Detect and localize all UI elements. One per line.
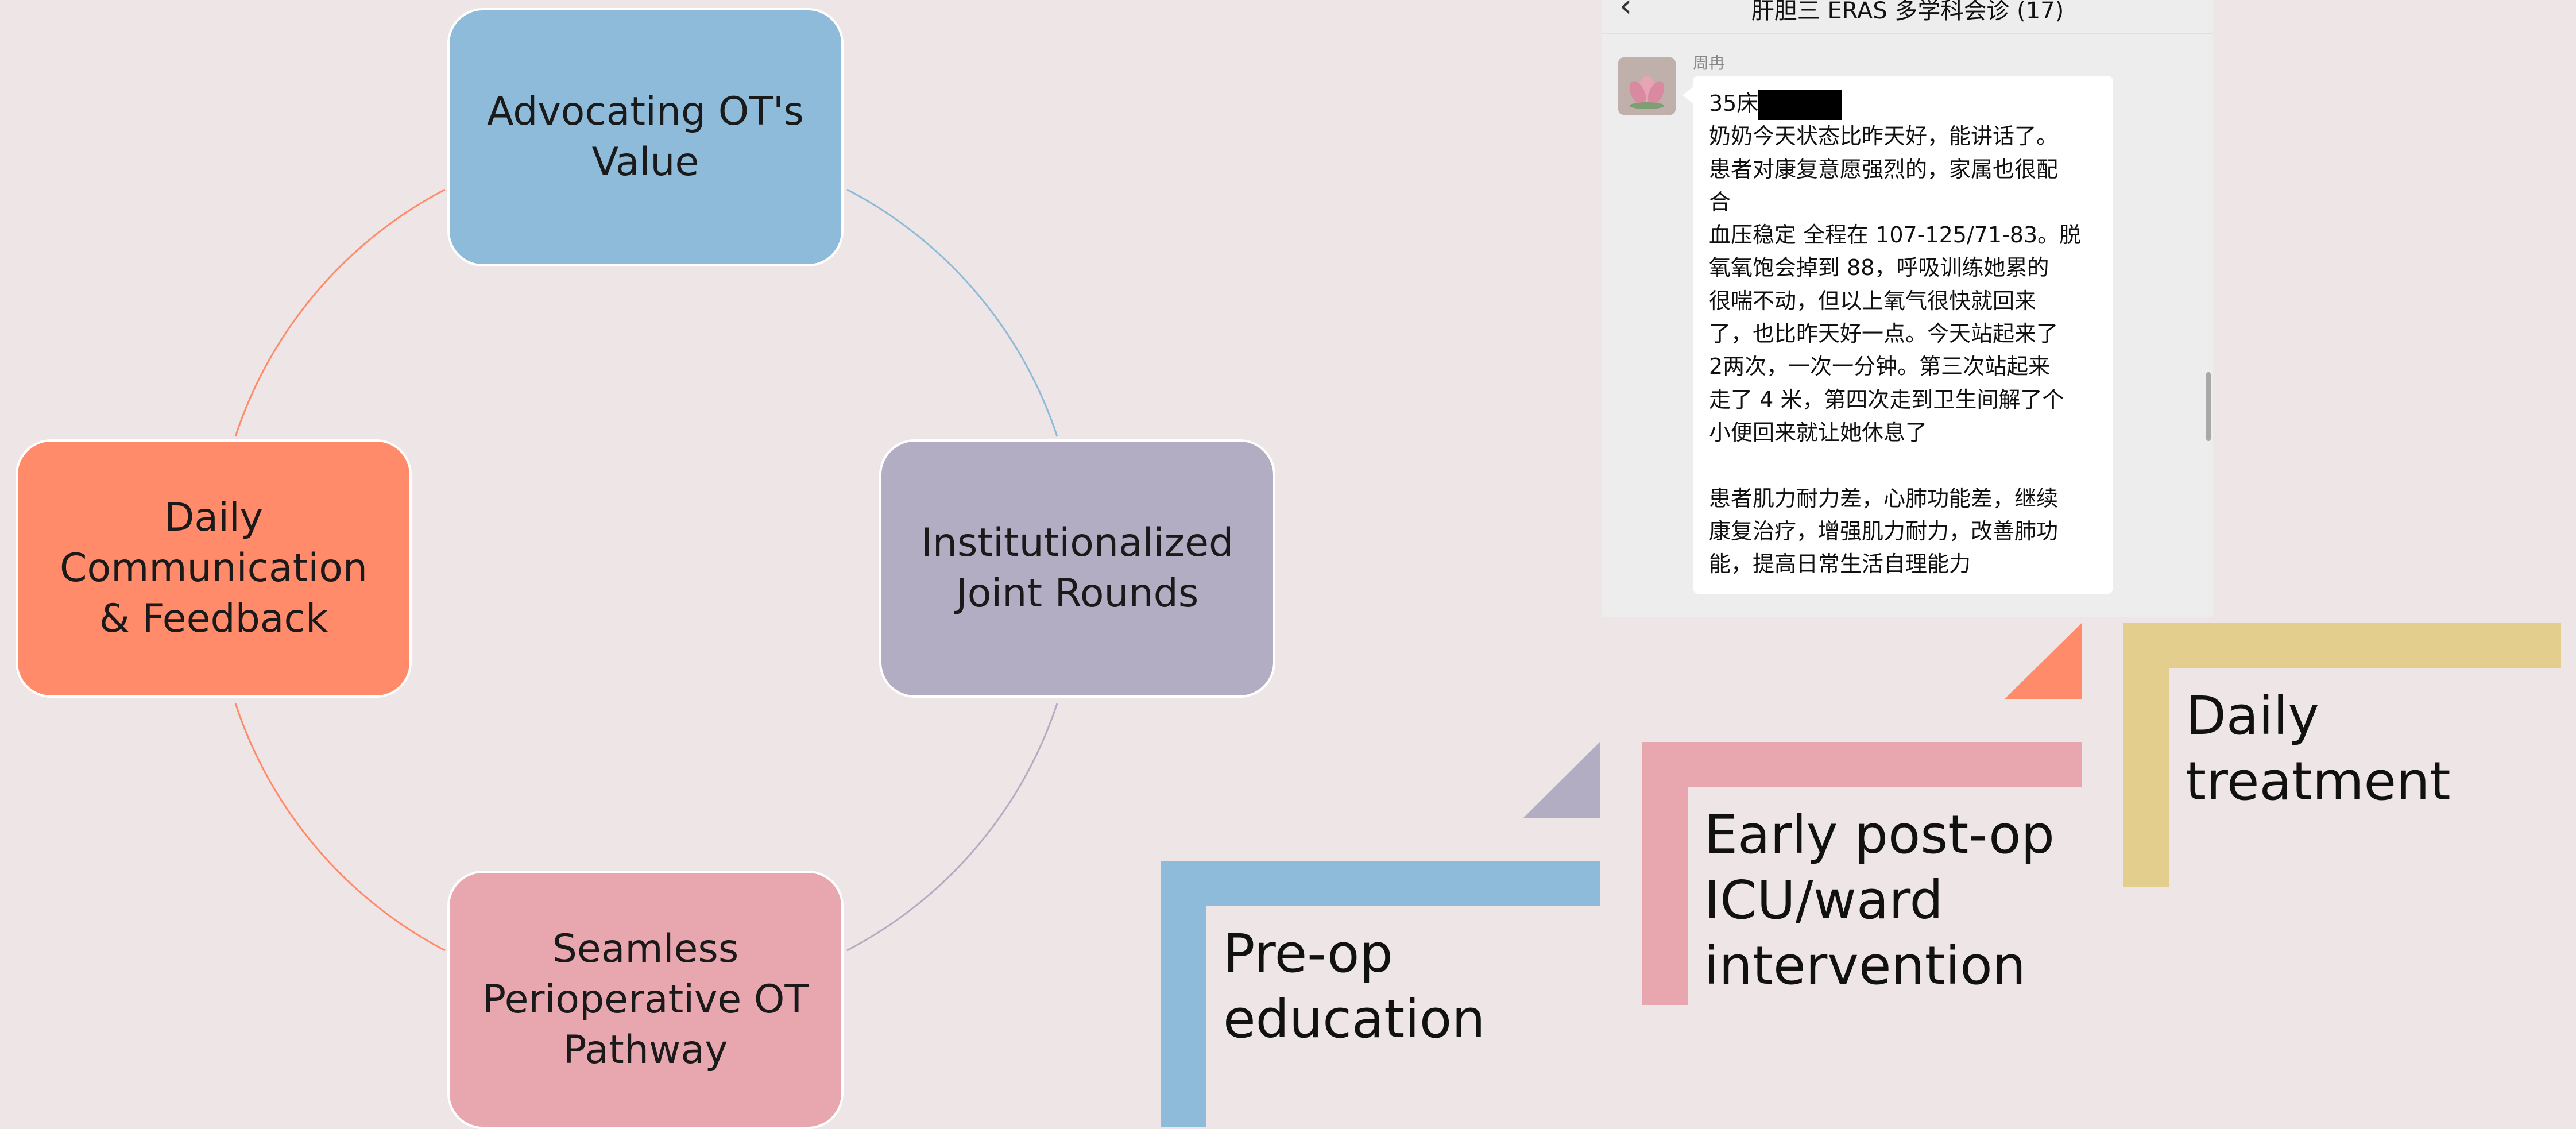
redaction-block [1758,90,1843,120]
lotus-avatar-icon [1618,57,1676,115]
message-line: 2两次，一次一分钟。第三次站起来 [1709,354,2051,380]
step-2-label: Early post-op ICU/ward intervention [1704,804,2055,996]
arc-right-bottom [846,703,1058,952]
message-line: 了，也比昨天好一点。今天站起来了 [1709,321,2059,347]
arc-top-right [846,188,1058,437]
message-line: 合 [1709,189,1731,215]
scrollbar[interactable] [2206,372,2211,441]
message-line: 康复治疗，增强肌力耐力，改善肺功 [1709,518,2059,544]
arrow-triangle-2 [2004,623,2082,699]
message-bubble[interactable]: 35床 奶奶今天状态比昨天好，能讲话了。 患者对康复意愿强烈的，家属也很配 合 … [1693,76,2113,594]
sender-name: 周冉 [1693,53,1726,72]
step-2-bracket [1642,742,2082,1005]
message-line: 患者对康复意愿强烈的，家属也很配 [1709,156,2059,182]
chat-screenshot: ‹ 肝胆三 ERAS 多学科会诊 (17) ··· 周冉 35床 奶奶今天状态比… [1602,0,2213,617]
step-3-bracket [2123,623,2561,887]
chat-title: 肝胆三 ERAS 多学科会诊 (17) [1751,0,2064,24]
back-arrow-icon[interactable]: ‹ [1619,0,1633,25]
message-line: 走了 4 米，第四次走到卫生间解了个 [1709,386,2064,412]
node-perioperative-pathway: Seamless Perioperative OT Pathway [447,871,844,1129]
bubble-tail [1682,86,1694,105]
step-1-label: Pre-op education [1223,923,1486,1050]
message-line: 氧氧饱会掉到 88，呼吸训练她累的 [1709,255,2049,281]
message-line: 奶奶今天状态比昨天好，能讲话了。 [1709,123,2059,149]
message-line: 患者肌力耐力差，心肺功能差，继续 [1709,485,2059,511]
arc-left-top [234,188,446,437]
node-daily-communication: Daily Communication & Feedback [16,439,412,698]
message-line: 能，提高日常生活自理能力 [1709,551,1971,577]
node-advocating-ot-value: Advocating OT's Value [447,8,844,266]
step-3-label: Daily treatment [2186,685,2451,812]
arrow-triangle-1 [1523,742,1600,818]
more-icon[interactable]: ··· [2145,0,2179,17]
node-joint-rounds: Institutionalized Joint Rounds [879,439,1275,698]
avatar[interactable] [1618,57,1676,115]
arc-bottom-left [234,703,446,952]
message-line: 小便回来就让她休息了 [1709,419,1928,445]
message-line: 很喘不动，但以上氧气很快就回来 [1709,288,2037,314]
chat-header: ‹ 肝胆三 ERAS 多学科会诊 (17) ··· [1602,0,2213,34]
step-1-bracket [1161,861,1600,1127]
message-line: 35床 [1709,87,2097,120]
message-line: 血压稳定 全程在 107-125/71-83。脱 [1709,222,2082,248]
cycle-connectors [234,188,1058,952]
